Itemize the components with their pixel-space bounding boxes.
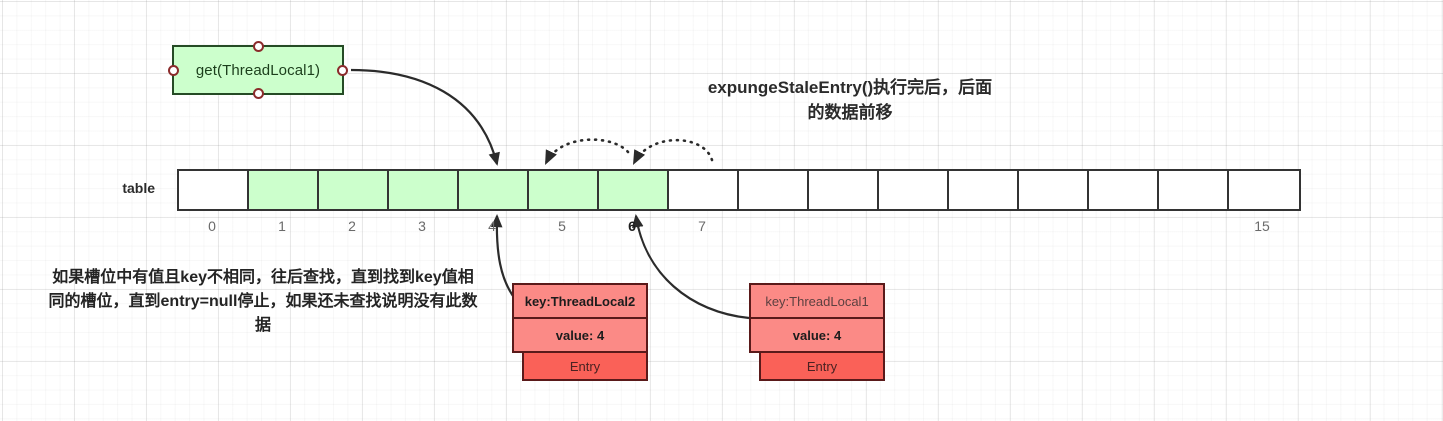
table-cell-9[interactable]	[809, 171, 879, 209]
explanation-note: 如果槽位中有值且key不相同，往后查找，直到找到key值相同的槽位，直到entr…	[48, 269, 478, 334]
connector-dot-top[interactable]	[252, 41, 264, 52]
table-index-label-13	[1087, 216, 1157, 236]
table-cell-14[interactable]	[1159, 171, 1229, 209]
entry-value-label: value: 4	[749, 318, 885, 353]
connector-dot-left[interactable]	[168, 64, 179, 76]
table-row	[177, 169, 1301, 211]
table-index-label-8	[737, 216, 807, 236]
table-cell-0[interactable]	[179, 171, 249, 209]
table-index-label-5: 5	[558, 218, 566, 234]
table-cell-4[interactable]	[459, 171, 529, 209]
table-label: table	[122, 180, 155, 196]
table-cell-11[interactable]	[949, 171, 1019, 209]
table-cell-2[interactable]	[319, 171, 389, 209]
table-cell-12[interactable]	[1019, 171, 1089, 209]
entry-box-threadlocal1[interactable]: key:ThreadLocal1 value: 4 Entry	[749, 283, 885, 381]
table-cell-6[interactable]	[599, 171, 669, 209]
diagram-title: expungeStaleEntry()执行完后，后面的数据前移	[707, 78, 993, 122]
table-cell-8[interactable]	[739, 171, 809, 209]
table-index-label-4: 4	[488, 218, 496, 234]
entry-key-label: key:ThreadLocal2	[512, 283, 648, 318]
entry-key-label: key:ThreadLocal1	[749, 283, 885, 318]
get-threadlocal-node[interactable]: get(ThreadLocal1)	[168, 41, 348, 99]
entry-box-threadlocal2[interactable]: key:ThreadLocal2 value: 4 Entry	[512, 283, 648, 381]
get-node-label: get(ThreadLocal1)	[195, 61, 321, 79]
table-index-label-12	[1017, 216, 1087, 236]
connector-dot-bottom[interactable]	[252, 88, 264, 99]
table-index-label-3: 3	[418, 218, 426, 234]
table-cell-7[interactable]	[669, 171, 739, 209]
entry-footer-label: Entry	[759, 353, 885, 381]
table-cell-13[interactable]	[1089, 171, 1159, 209]
table-index-label-11	[947, 216, 1017, 236]
table-index-row: 0 1 2 3 4 5 6 7 15	[177, 216, 1297, 236]
table-index-label-7: 7	[698, 218, 706, 234]
table-index-label-0: 0	[208, 218, 216, 234]
table-index-label-15: 15	[1254, 218, 1270, 234]
table-index-label-2: 2	[348, 218, 356, 234]
table-cell-1[interactable]	[249, 171, 319, 209]
table-index-label-10	[877, 216, 947, 236]
table-index-label-9	[807, 216, 877, 236]
table-cell-5[interactable]	[529, 171, 599, 209]
table-cell-3[interactable]	[389, 171, 459, 209]
table-index-label-6: 6	[628, 218, 636, 234]
table-index-label-1: 1	[278, 218, 286, 234]
connector-dot-right[interactable]	[337, 64, 348, 76]
table-cell-15[interactable]	[1229, 171, 1299, 209]
table-cell-10[interactable]	[879, 171, 949, 209]
table-index-label-14	[1157, 216, 1227, 236]
entry-value-label: value: 4	[512, 318, 648, 353]
entry-footer-label: Entry	[522, 353, 648, 381]
